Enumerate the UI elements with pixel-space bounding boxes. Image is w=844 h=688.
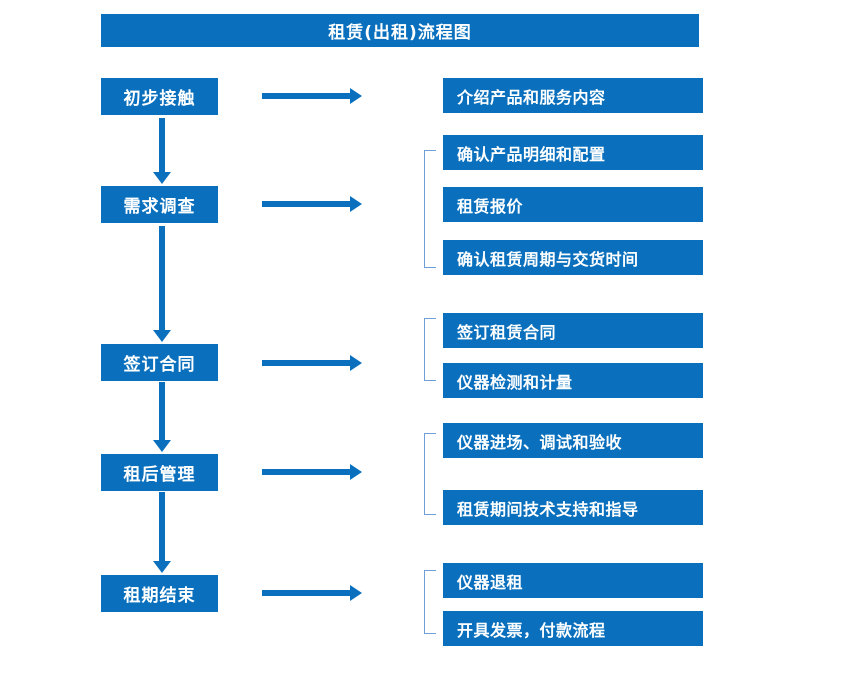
down-arrow-4-to-5 [153, 492, 171, 573]
stage-box-3[interactable]: 签订合同 [101, 344, 218, 381]
down-arrow-2-to-3 [153, 226, 171, 342]
detail-box-2-2[interactable]: 租赁报价 [443, 187, 703, 222]
stage-box-4[interactable]: 租后管理 [101, 454, 218, 491]
detail-box-3-1[interactable]: 签订租赁合同 [443, 313, 703, 348]
right-arrow-stage-2 [262, 196, 362, 212]
right-arrow-stage-1 [262, 88, 362, 104]
group-bracket-3 [424, 318, 436, 381]
detail-box-4-2[interactable]: 租赁期间技术支持和指导 [443, 490, 703, 525]
group-bracket-5 [424, 570, 436, 634]
detail-box-1-1[interactable]: 介绍产品和服务内容 [443, 78, 703, 113]
detail-box-4-1[interactable]: 仪器进场、调试和验收 [443, 423, 703, 458]
right-arrow-stage-3 [262, 355, 362, 371]
stage-box-5[interactable]: 租期结束 [101, 575, 218, 612]
stage-box-1[interactable]: 初步接触 [101, 78, 218, 115]
detail-box-2-3[interactable]: 确认租赁周期与交货时间 [443, 240, 703, 275]
down-arrow-3-to-4 [153, 382, 171, 452]
detail-box-5-1[interactable]: 仪器退租 [443, 563, 703, 598]
stage-box-2[interactable]: 需求调查 [101, 186, 218, 223]
page-title: 租赁(出租)流程图 [101, 14, 699, 47]
right-arrow-stage-4 [262, 464, 362, 480]
group-bracket-2 [424, 150, 436, 268]
down-arrow-1-to-2 [153, 118, 171, 184]
detail-box-5-2[interactable]: 开具发票，付款流程 [443, 611, 703, 646]
group-bracket-4 [424, 433, 436, 515]
right-arrow-stage-5 [262, 585, 362, 601]
detail-box-2-1[interactable]: 确认产品明细和配置 [443, 135, 703, 170]
detail-box-3-2[interactable]: 仪器检测和计量 [443, 363, 703, 398]
